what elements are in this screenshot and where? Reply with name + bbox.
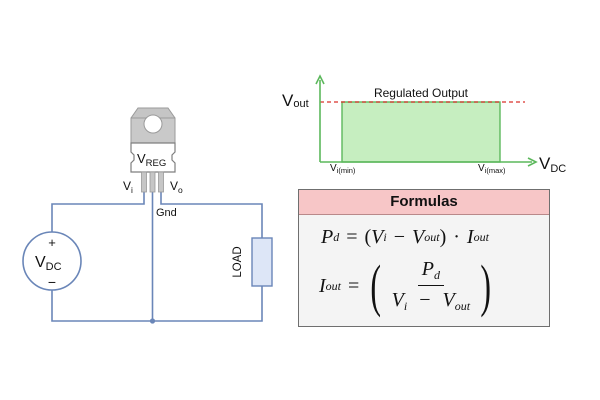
regulated-region xyxy=(341,101,501,163)
y-axis-arrow xyxy=(315,74,325,85)
wire-input xyxy=(51,192,145,233)
wire-source-bottom xyxy=(51,286,263,322)
ground-junction xyxy=(149,318,156,324)
regulator-mount-hole xyxy=(143,114,163,134)
source-minus-sign: − xyxy=(48,274,56,290)
pin-label-ground: Gnd xyxy=(156,207,177,219)
regulator-label: VREG xyxy=(137,151,166,169)
regulator-lead-out xyxy=(158,171,164,193)
pin-label-input: Vi xyxy=(123,179,133,195)
x-axis-arrow xyxy=(527,157,538,167)
close-paren: ) xyxy=(480,253,492,318)
source-label: VDC xyxy=(35,254,62,273)
regulator-lead-gnd xyxy=(149,171,156,193)
regulation-graph: Regulated Output Vout VDC Vi(min) Vi(max… xyxy=(282,74,566,175)
tick-label-vi-max: Vi(max) xyxy=(478,163,506,175)
load-body xyxy=(251,237,273,287)
pin-label-output: Vo xyxy=(170,179,183,195)
load-resistor: LOAD xyxy=(232,237,273,287)
regulator-body xyxy=(130,142,176,173)
circuit-wires xyxy=(51,192,263,322)
region-label: Regulated Output xyxy=(374,86,469,100)
fraction-numerator: Pd xyxy=(417,258,444,286)
voltage-regulator: VREG xyxy=(130,107,176,193)
regulator-lead-in xyxy=(141,171,147,193)
dc-voltage-source: + VDC − xyxy=(22,231,82,291)
fraction-denominator: Vi − Vout xyxy=(391,289,471,313)
tick-label-vi-min: Vi(min) xyxy=(330,163,356,175)
open-paren: ( xyxy=(370,253,382,318)
source-plus-sign: + xyxy=(48,235,56,250)
y-axis-label: Vout xyxy=(282,91,309,110)
source-circle xyxy=(22,231,82,291)
load-label: LOAD xyxy=(232,246,244,277)
fraction: Pd Vi − Vout xyxy=(388,258,474,314)
x-axis-label: VDC xyxy=(539,154,566,175)
formulas-title: Formulas xyxy=(299,190,549,215)
wire-output xyxy=(160,192,263,238)
